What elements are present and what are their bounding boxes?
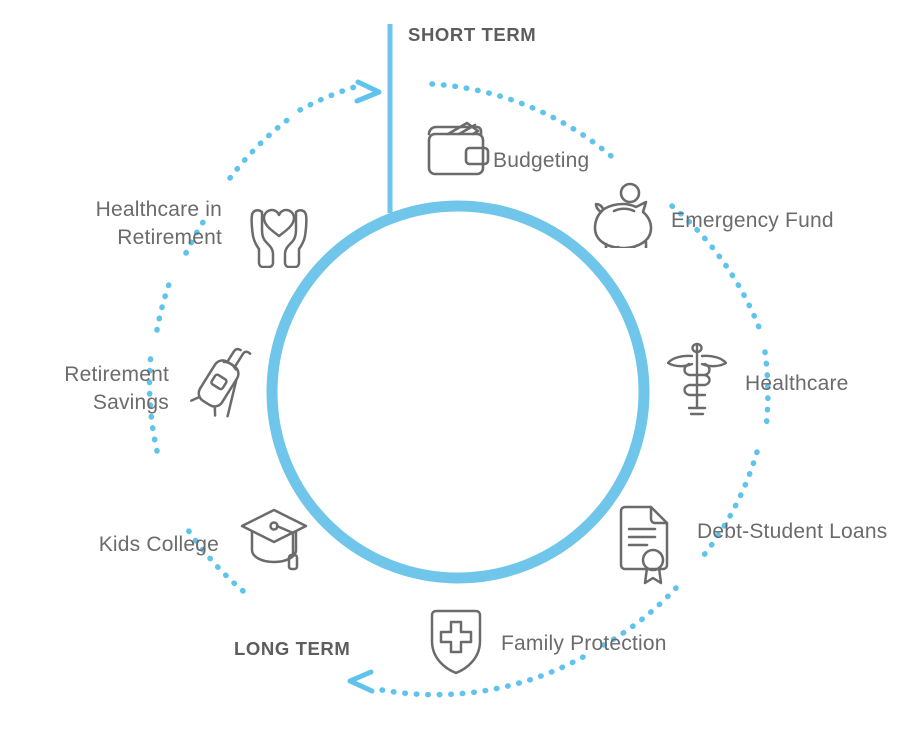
piggy-bank-icon [589, 182, 663, 248]
dotted-arc-long-term-e [227, 115, 293, 181]
node-label-debt-student-loans: Debt-Student Loans [697, 520, 888, 543]
node-label-kids-college: Kids College [98, 533, 219, 556]
node-label-emergency-fund: Emergency Fund [671, 209, 834, 232]
caduceus-icon [665, 340, 729, 418]
golf-bag-icon [190, 344, 262, 418]
dotted-arc-short-term-d [697, 449, 760, 563]
wallet-icon [423, 118, 491, 180]
node-label-retirement-savings: Retirement Savings [64, 363, 169, 414]
phase-label-short-term: SHORT TERM [408, 24, 537, 45]
dotted-arc-short-term-e [601, 585, 679, 648]
node-label-healthcare: Healthcare [745, 372, 849, 395]
graduation-cap-icon [238, 505, 310, 579]
hands-heart-icon [240, 196, 318, 268]
dotted-arc-long-term-d [183, 213, 210, 256]
short-term-arrow [354, 79, 382, 104]
shield-cross-icon [427, 607, 485, 677]
dotted-arc-short-term [429, 81, 622, 166]
dotted-arc-short-term-c [762, 349, 771, 431]
node-label-budgeting: Budgeting [493, 149, 590, 172]
long-term-arrow [347, 669, 375, 694]
node-label-healthcare-in-retirement: Healthcare in Retirement [95, 198, 222, 249]
dotted-arc-long-term-c [154, 273, 175, 333]
dotted-arc-long-term-b [146, 350, 160, 454]
dotted-arc-bottom [379, 654, 586, 698]
dotted-arc-long-term-a [183, 524, 246, 594]
dotted-arc-short-term-b [669, 203, 763, 333]
certificate-icon [615, 503, 677, 585]
main-ring [266, 200, 650, 584]
dotted-arc-top-left-to-arrow [297, 83, 361, 113]
node-label-family-protection: Family Protection [501, 632, 667, 655]
phase-label-long-term: LONG TERM [234, 638, 351, 659]
